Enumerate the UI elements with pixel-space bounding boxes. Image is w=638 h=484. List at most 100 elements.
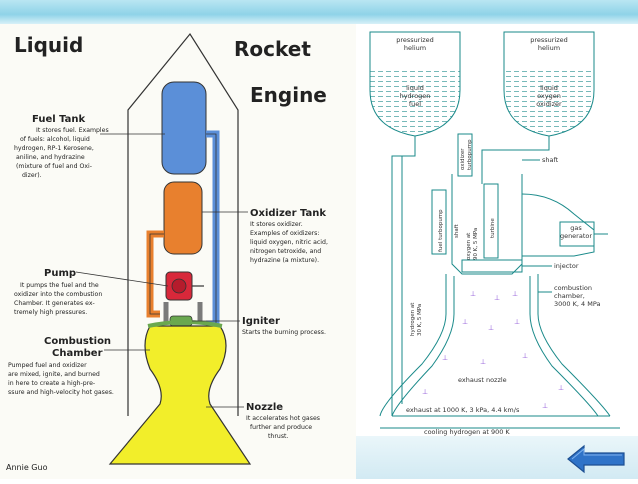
exhaust-nozzle-label: exhaust nozzle <box>458 376 507 384</box>
chamber-heading-2: Chamber <box>52 348 103 359</box>
chamber-line: are mixed, ignite, and burned <box>8 371 100 378</box>
oxidizer-turbopump-body <box>457 133 473 177</box>
chamber-top-band <box>147 320 223 328</box>
pump-line: oxidizer into the combustion <box>14 291 102 298</box>
chamber-heading-1: Combustion <box>44 336 111 347</box>
helium-left-line1: pressurized <box>396 36 434 44</box>
flow-mark: ⊥ <box>512 290 518 298</box>
pump-rotor <box>171 278 187 294</box>
oxygen-pressure-label-1: oxygen at <box>466 232 472 260</box>
shaft-label: shaft <box>542 156 559 164</box>
igniter-heading: Igniter <box>242 316 280 327</box>
flow-mark: ⊥ <box>558 384 564 392</box>
gas-generator-duct <box>521 193 595 257</box>
turbine-body <box>483 183 499 259</box>
fuel-tank-shape <box>161 81 207 175</box>
flow-mark: ⊥ <box>488 324 494 332</box>
flow-mark: ⊥ <box>494 294 500 302</box>
flow-mark: ⊥ <box>422 388 428 396</box>
chamber-line: Pumped fuel and oxidizer <box>8 362 87 369</box>
fuel-feed-line <box>391 136 416 416</box>
hydrogen-liquid <box>370 68 460 136</box>
flow-mark: ⊥ <box>542 402 548 410</box>
rocket-drawing: Liquid Rocket Engine Fuel Tank It stores… <box>6 32 328 472</box>
exhaust-label: exhaust at 1000 K, 3 kPa, 4.4 km/s <box>406 406 520 414</box>
fuel-tank-line: It stores fuel. Examples <box>36 127 109 134</box>
back-button[interactable] <box>566 444 626 474</box>
oxidizer-tank-line: hydrazine (a mixture). <box>250 257 319 264</box>
igniter-line: Starts the burning process. <box>242 329 326 336</box>
nozzle-left-wall <box>379 274 447 417</box>
injector-label: injector <box>554 262 579 270</box>
title-rocket: Rocket <box>234 37 311 61</box>
flow-mark: ⊥ <box>480 358 486 366</box>
helium-left-line2: helium <box>404 44 426 52</box>
fuel-turbopump-label: fuel turbopump <box>438 209 444 252</box>
flow-mark: ⊥ <box>514 318 520 326</box>
oxygen-liquid <box>504 68 594 136</box>
flow-mark: ⊥ <box>462 318 468 326</box>
pump-line: It pumps the fuel and the <box>20 282 99 289</box>
cooling-label: cooling hydrogen at 900 K <box>424 428 510 436</box>
chamber-line: ssure and high-velocity hot gases. <box>8 389 114 396</box>
nozzle-left-inner <box>391 276 455 417</box>
injector-plate <box>461 259 523 273</box>
flow-mark: ⊥ <box>470 290 476 298</box>
nozzle-heading: Nozzle <box>246 402 283 413</box>
oxidizer-tank-label-2: oxygen <box>537 92 561 100</box>
shaft-vertical-label: shaft <box>454 223 460 238</box>
fuel-tank-label-3: fuel <box>409 100 421 108</box>
fuel-tank-label-1: liquid <box>406 84 424 92</box>
chamber-nozzle-shape <box>108 325 252 465</box>
combustion-chamber-label-1: combustion <box>554 284 592 292</box>
nozzle-right-inner <box>529 276 599 417</box>
oxidizer-feed-line <box>481 136 550 184</box>
hand-drawn-rocket-panel: Liquid Rocket Engine Fuel Tank It stores… <box>0 24 356 479</box>
technical-diagram-panel: ⊥ ⊥ ⊥ ⊥ ⊥ ⊥ ⊥ ⊥ ⊥ ⊥ ⊥ ⊥ pressurized heli… <box>362 24 638 479</box>
oxygen-pressure-label-2: 90 K, 5 MPa <box>473 228 479 260</box>
combustion-chamber-label-2: chamber, <box>554 292 585 300</box>
oxidizer-tank-line: Examples of oxidizers: <box>250 230 320 237</box>
gas-generator-label-2: generator <box>560 232 592 240</box>
slide-header-bar <box>0 0 638 24</box>
oxidizer-tank-shape <box>163 181 203 255</box>
pump-leader <box>75 271 169 287</box>
left-arrow-icon[interactable] <box>566 444 626 474</box>
pump-line: Chamber. It generates ex- <box>14 300 95 307</box>
oxidizer-tank-line: It stores oxidizer. <box>250 221 303 228</box>
gas-generator-label-1: gas <box>570 224 582 232</box>
hydrogen-pressure-label-1: hydrogen at <box>410 302 416 336</box>
ox-turbopump-label-2: turbopump <box>467 139 473 170</box>
oxidizer-tank-line: liquid oxygen, nitric acid, <box>250 239 328 246</box>
engine-schematic: ⊥ ⊥ ⊥ ⊥ ⊥ ⊥ ⊥ ⊥ ⊥ ⊥ ⊥ ⊥ pressurized heli… <box>369 31 620 436</box>
fuel-tank-line: aniline, and hydrazine <box>16 154 85 161</box>
fuel-pipe <box>206 130 220 328</box>
nozzle-line: further and produce <box>250 424 312 431</box>
fuel-tank-line: of fuels: alcohol, liquid <box>20 136 90 143</box>
fuel-turbopump-body <box>431 189 447 255</box>
turbine-label: turbine <box>490 218 496 238</box>
fuel-tank-label-2: hydrogen <box>400 92 431 100</box>
chamber-line: in here to create a high-pre- <box>8 380 95 387</box>
flow-mark: ⊥ <box>442 354 448 362</box>
oxidizer-tank-line: nitrogen tetroxide, and <box>250 248 321 255</box>
ox-turbopump-label-1: oxidizer <box>460 148 466 170</box>
oxidizer-tank-label-1: liquid <box>540 84 558 92</box>
title-liquid: Liquid <box>14 33 83 57</box>
oxidizer-tank-heading: Oxidizer Tank <box>250 208 326 219</box>
fuel-tank-heading: Fuel Tank <box>32 114 86 125</box>
hydrogen-pressure-label-2: 30 K, 5 MPa <box>417 304 423 336</box>
artist-signature: Annie Guo <box>6 463 48 472</box>
nozzle-line: thrust. <box>268 433 288 440</box>
fuel-tank-line: dizer). <box>22 172 42 179</box>
nozzle-right-wall <box>537 274 611 417</box>
combustion-flow-marks: ⊥ ⊥ ⊥ ⊥ ⊥ ⊥ ⊥ ⊥ ⊥ ⊥ ⊥ ⊥ <box>422 290 564 410</box>
oxidizer-tank-label-3: oxidizer <box>536 100 562 108</box>
helium-right-line2: helium <box>538 44 560 52</box>
pump-heading: Pump <box>44 268 76 279</box>
oxidizer-pipe <box>146 230 164 318</box>
fuel-tank-line: hydrogen, RP-1 Kerosene, <box>14 145 94 152</box>
oxidizer-pipe-outline <box>149 233 164 315</box>
helium-right-line1: pressurized <box>530 36 568 44</box>
pump-line: tremely high pressures. <box>14 309 87 316</box>
